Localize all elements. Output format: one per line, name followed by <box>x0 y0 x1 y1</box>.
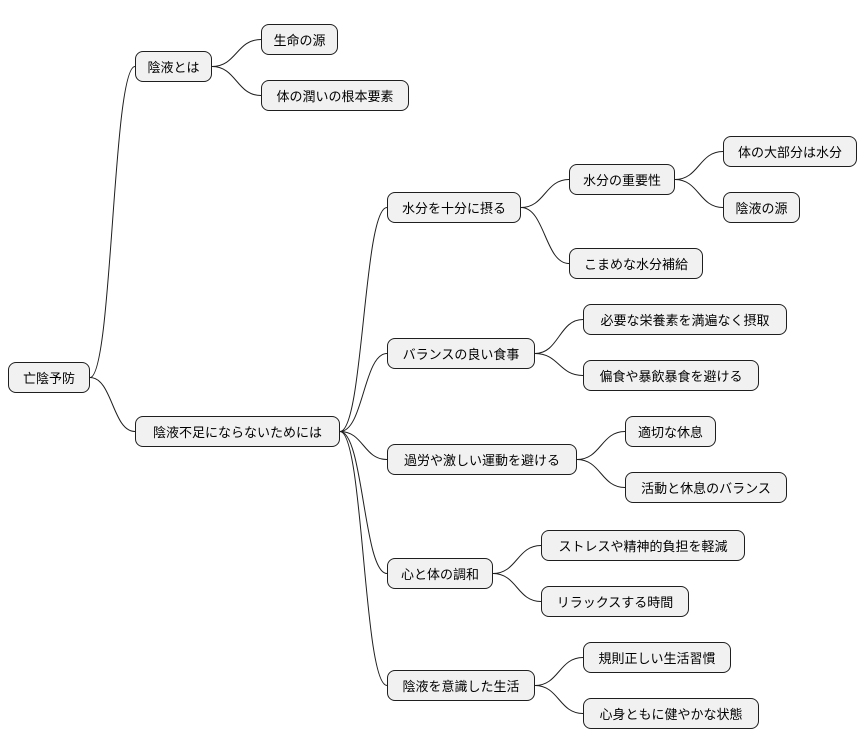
node-kokoro-karada: 心と体の調和 <box>387 558 493 589</box>
node-balance-shokuji: バランスの良い食事 <box>387 338 535 369</box>
node-katsudou-kyusoku: 活動と休息のバランス <box>625 472 787 503</box>
node-suibun-juuyousei: 水分の重要性 <box>569 164 675 195</box>
connector-6 <box>674 151 724 180</box>
node-karada-daibubun: 体の大部分は水分 <box>723 136 857 167</box>
node-inneki-towa: 陰液とは <box>135 51 212 82</box>
connector-10 <box>534 319 584 354</box>
node-shinshin: 心身ともに健やかな状態 <box>583 698 759 729</box>
connector-2 <box>211 66 262 96</box>
node-henshoku: 偏食や暴飲暴食を避ける <box>583 360 759 391</box>
connector-0 <box>89 66 136 378</box>
connector-16 <box>492 545 542 574</box>
node-inneki-ishiki: 陰液を意識した生活 <box>387 670 535 701</box>
connector-4 <box>339 207 388 432</box>
connector-19 <box>534 657 584 686</box>
node-eiyouso: 必要な栄養素を満遍なく摂取 <box>583 304 787 335</box>
connector-13 <box>576 431 626 460</box>
node-relax: リラックスする時間 <box>541 586 689 617</box>
node-inneki-busoku: 陰液不足にならないためには <box>135 416 340 447</box>
connector-9 <box>339 353 388 432</box>
connector-11 <box>534 353 584 376</box>
node-komame-suibun: こまめな水分補給 <box>569 248 703 279</box>
connector-5 <box>520 179 570 208</box>
connector-7 <box>674 179 724 208</box>
node-inneki-no-minamoto: 陰液の源 <box>723 192 800 223</box>
connector-1 <box>211 39 262 67</box>
connector-12 <box>339 431 388 460</box>
node-seimei-no-minamoto: 生命の源 <box>261 24 338 55</box>
node-karou: 過労や激しい運動を避ける <box>387 444 577 475</box>
connector-17 <box>492 573 542 602</box>
node-stress: ストレスや精神的負担を軽減 <box>541 530 745 561</box>
connector-8 <box>520 207 570 264</box>
root-node: 亡陰予防 <box>8 362 90 393</box>
connector-14 <box>576 459 626 488</box>
node-karada-no-uruoi: 体の潤いの根本要素 <box>261 80 409 111</box>
connector-18 <box>339 431 388 686</box>
node-suibun: 水分を十分に摂る <box>387 192 521 223</box>
connector-15 <box>339 431 388 574</box>
connector-3 <box>89 377 136 432</box>
node-tekisetsu-kyusoku: 適切な休息 <box>625 416 716 447</box>
connector-20 <box>534 685 584 714</box>
node-kisoku: 規則正しい生活習慣 <box>583 642 731 673</box>
